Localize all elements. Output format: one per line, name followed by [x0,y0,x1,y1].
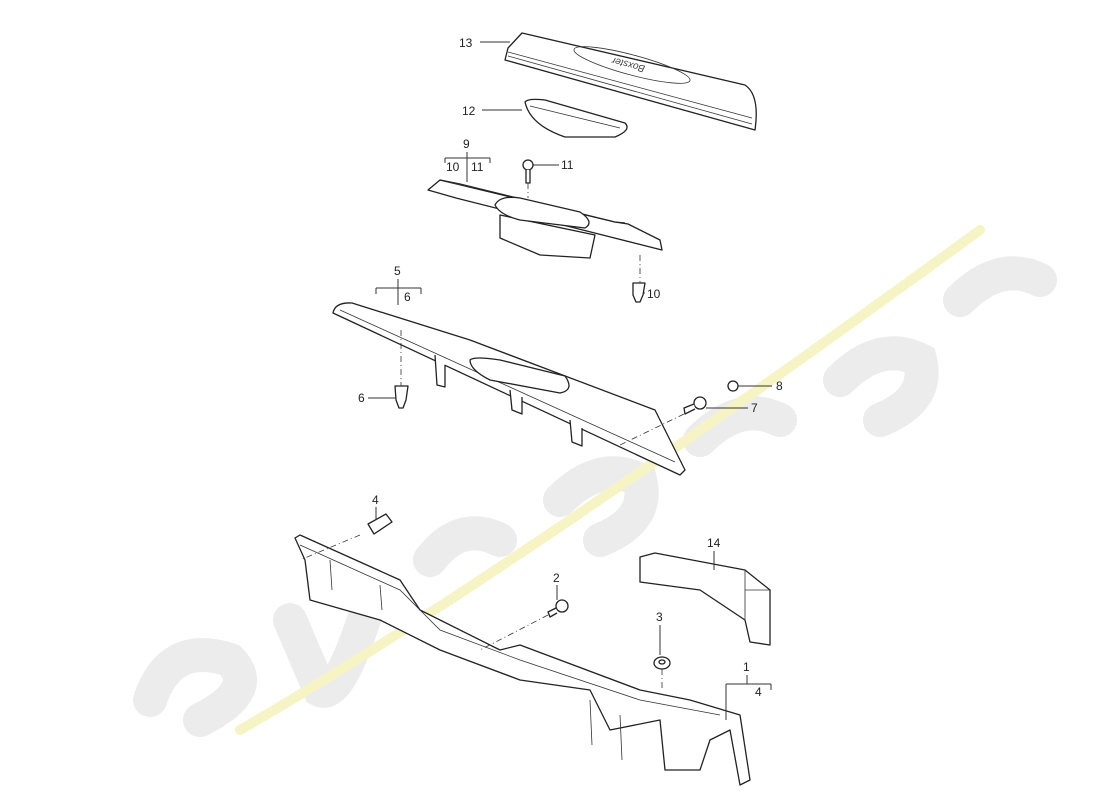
fastener-8-nut[interactable] [727,380,739,392]
callout-14: 14 [707,536,721,550]
callout-2: 2 [553,571,560,585]
callout-4: 4 [372,493,379,507]
watermark [133,225,1057,737]
callout-10: 10 [647,287,661,301]
fastener-4-pin[interactable] [367,513,393,535]
fastener-11-screw[interactable] [522,159,534,184]
fastener-10-clip[interactable] [632,282,646,303]
fastener-3-nut[interactable] [653,656,671,670]
callout-3: 3 [656,610,663,624]
callout-11: 11 [561,158,574,172]
part-9-trim[interactable] [427,179,663,259]
callout-9: 9 [463,137,470,151]
callout-7: 7 [751,401,758,415]
callout-5-sub-6: 6 [404,290,411,304]
callout-1: 1 [743,660,750,674]
callouts: 13 12 9 10 11 11 10 5 6 6 8 7 4 2 14 3 1… [358,36,783,720]
callout-5: 5 [394,264,401,278]
callout-6: 6 [358,391,365,405]
fastener-2-screw[interactable] [547,599,569,618]
callout-13: 13 [459,36,473,50]
callout-8: 8 [776,379,783,393]
callout-9-sub-10: 10 [446,160,460,174]
part-5-main-trim[interactable] [332,302,686,476]
fastener-7-screw[interactable] [683,396,707,415]
callout-12: 12 [462,104,476,118]
part-12-insert[interactable] [524,98,628,138]
part-14-foam-block[interactable] [639,552,771,646]
fastener-6-clip[interactable] [394,385,409,409]
callout-1-sub-4: 4 [755,685,762,699]
callout-9-sub-11: 11 [471,160,484,174]
assembly-lines [299,183,685,690]
part-1-carrier[interactable] [294,534,751,786]
